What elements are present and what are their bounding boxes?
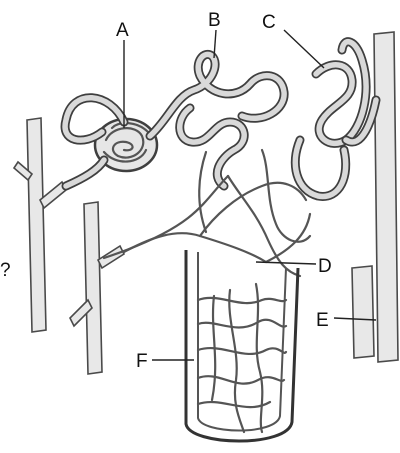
distal-convoluted-tubule <box>295 42 376 197</box>
label-b: B <box>208 10 221 31</box>
collecting-duct <box>352 32 398 362</box>
question-mark: ? <box>0 260 11 281</box>
label-f: F <box>136 351 148 372</box>
label-c: C <box>262 12 276 33</box>
label-a: A <box>116 20 129 41</box>
loop-of-henle <box>186 250 298 441</box>
renal-vessel-branch <box>70 202 124 374</box>
leader-line-c <box>284 30 324 68</box>
label-d: D <box>318 256 332 277</box>
renal-vessel-left <box>14 118 66 332</box>
label-e: E <box>316 310 329 331</box>
leader-line-d <box>256 262 316 264</box>
vasa-recta <box>198 284 286 432</box>
